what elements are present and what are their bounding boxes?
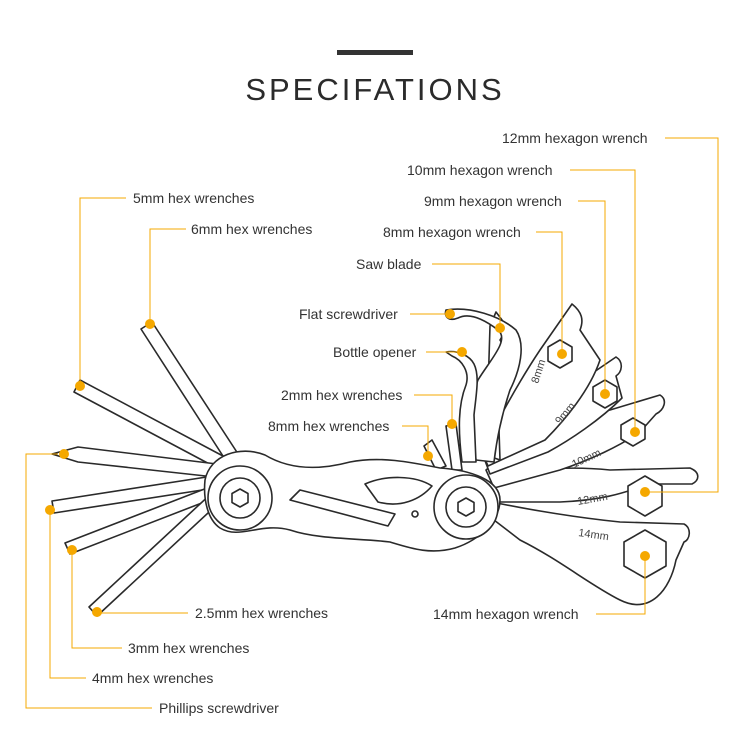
dot-phillips [59,449,69,459]
label-14mm-hexagon-wrench: 14mm hexagon wrench [433,606,579,622]
dot-14mm-hexagon [640,551,650,561]
leader-phillips [25,453,152,709]
dot-12mm-hexagon [640,487,650,497]
label-bottle-opener: Bottle opener [333,344,417,360]
title-bar [337,50,413,55]
leader-8mm-hexagon [536,231,563,354]
label-12mm-hexagon-wrench: 12mm hexagon wrench [502,130,648,146]
wrench-14mm-body [491,501,691,606]
engraving-14mm: 14mm [578,527,610,543]
label-phillips-screwdriver: Phillips screwdriver [159,700,279,716]
page-title: SPECIFATIONS [245,72,505,107]
label-2-5mm-hex-wrenches: 2.5mm hex wrenches [195,605,328,621]
leader-8mm-hex [402,425,429,456]
dot-9mm-hexagon [600,389,610,399]
right-pivot-bolt [457,497,475,517]
frame-slot [364,476,433,505]
leader-6mm-hex [149,228,186,324]
label-10mm-hexagon-wrench: 10mm hexagon wrench [407,162,553,178]
dot-2mm-hex [447,419,457,429]
label-flat-screwdriver: Flat screwdriver [299,306,398,322]
leader-9mm-hexagon [578,200,606,394]
dot-5mm-hex [75,381,85,391]
label-saw-blade: Saw blade [356,256,422,272]
leader-2mm-hex [414,394,453,424]
leader-14mm-hexagon [596,556,646,615]
dot-10mm-hexagon [630,427,640,437]
left-pivot-bolt [231,488,249,508]
dot-2-5mm-hex [92,607,102,617]
dot-8mm-hex [423,451,433,461]
frame-rivet [411,510,419,518]
label-8mm-hex-wrenches: 8mm hex wrenches [268,418,389,434]
label-5mm-hex-wrenches: 5mm hex wrenches [133,190,254,206]
dot-flat-screwdriver [445,309,455,319]
label-8mm-hexagon-wrench: 8mm hexagon wrench [383,224,521,240]
leader-10mm-hexagon [570,169,636,432]
dot-bottle-opener [457,347,467,357]
dot-6mm-hex [145,319,155,329]
leader-12mm-hexagon [645,137,719,493]
dot-3mm-hex [67,545,77,555]
wrench-8mm-body [481,303,601,467]
engraving-12mm: 12mm [576,491,608,508]
callout-dots [45,309,650,617]
leader-4mm-hex [49,510,86,679]
leader-saw-blade [432,263,501,328]
label-9mm-hexagon-wrench: 9mm hexagon wrench [424,193,562,209]
label-2mm-hex-wrenches: 2mm hex wrenches [281,387,402,403]
label-3mm-hex-wrenches: 3mm hex wrenches [128,640,249,656]
leader-3mm-hex [71,550,122,649]
frame-bar [289,489,396,527]
dot-4mm-hex [45,505,55,515]
dot-saw-blade [495,323,505,333]
leader-lines [25,137,719,709]
label-6mm-hex-wrenches: 6mm hex wrenches [191,221,312,237]
label-4mm-hex-wrenches: 4mm hex wrenches [92,670,213,686]
dot-8mm-hexagon [557,349,567,359]
leader-5mm-hex [79,197,126,386]
